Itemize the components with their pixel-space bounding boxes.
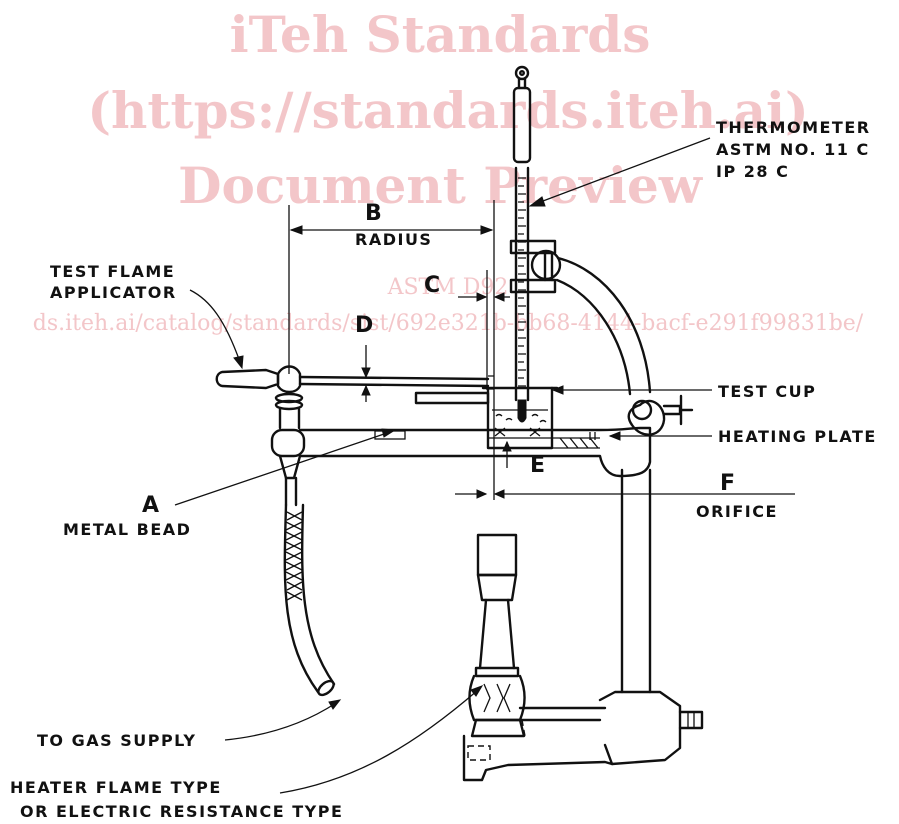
dimension-c (458, 270, 510, 390)
label-d: D (355, 313, 373, 338)
label-f: F (720, 471, 735, 496)
thermometer (512, 65, 532, 423)
watermark: iTeh Standards (https://standards.iteh.a… (33, 5, 864, 336)
burner-and-base (462, 533, 704, 782)
watermark-line-2: (https://standards.iteh.ai) (87, 81, 808, 140)
labels: THERMOMETER ASTM NO. 11 C IP 28 C B RADI… (10, 118, 877, 821)
watermark-line-3: Document Preview (178, 156, 704, 215)
gas-hose (283, 503, 336, 697)
thermometer-support (509, 239, 652, 396)
label-metal-bead: METAL BEAD (63, 520, 191, 539)
label-thermometer-3: IP 28 C (716, 162, 789, 181)
label-c: C (424, 273, 440, 298)
leader-lines (174, 137, 712, 794)
support-rod (620, 394, 694, 694)
watermark-line-1: iTeh Standards (230, 5, 651, 64)
label-gas-supply: TO GAS SUPPLY (37, 731, 196, 750)
label-test-flame-1: TEST FLAME (50, 262, 175, 281)
label-test-cup: TEST CUP (718, 382, 816, 401)
dimension-d (361, 345, 371, 402)
label-heating-plate: HEATING PLATE (718, 427, 877, 446)
test-cup (481, 386, 559, 450)
label-thermometer-1: THERMOMETER (716, 118, 871, 137)
label-heater-1: HEATER FLAME TYPE (10, 778, 222, 797)
label-thermometer-2: ASTM NO. 11 C (716, 140, 870, 159)
watermark-line-5: ds.iteh.ai/catalog/standards/sist/692e32… (33, 311, 864, 336)
label-radius: RADIUS (355, 230, 432, 249)
label-b: B (365, 201, 382, 226)
dimension-b-radius (288, 200, 495, 500)
dimension-e (502, 440, 512, 468)
label-heater-2: OR ELECTRIC RESISTANCE TYPE (20, 802, 343, 821)
heating-plate (298, 426, 652, 478)
dimension-f-orifice (455, 489, 795, 499)
label-orifice: ORIFICE (696, 502, 778, 521)
watermark-line-4: ASTM D92 (387, 275, 509, 300)
label-test-flame-2: APPLICATOR (50, 283, 177, 302)
label-a: A (142, 493, 159, 518)
test-flame-applicator (215, 365, 494, 507)
label-e: E (530, 453, 545, 478)
